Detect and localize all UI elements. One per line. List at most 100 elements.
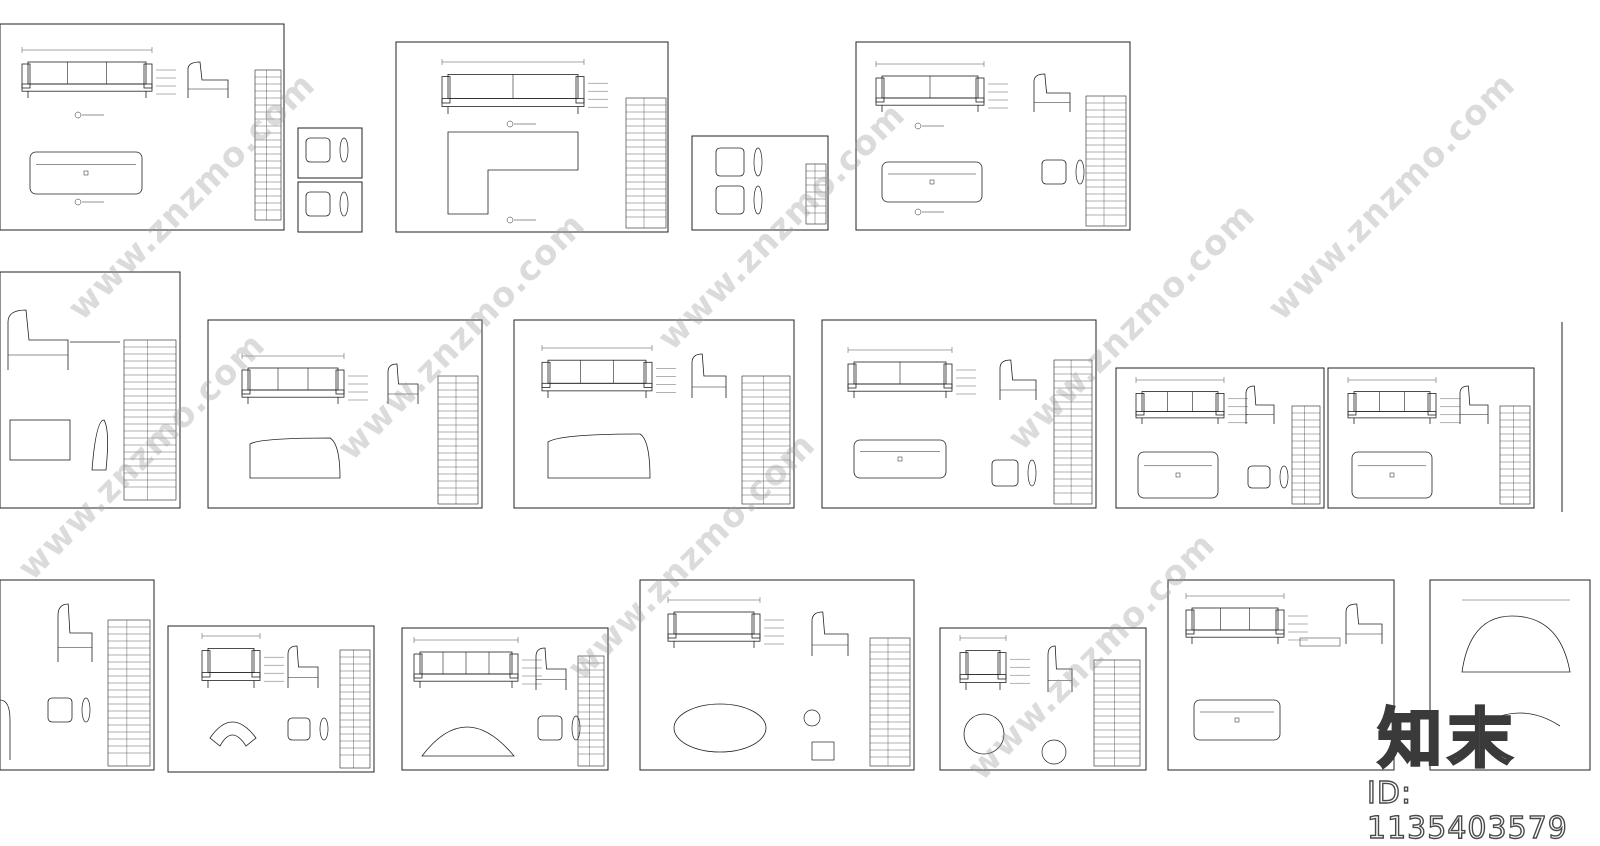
sofa-arm [997,652,1007,680]
sofa-seat [847,383,953,392]
plan-marker [1389,472,1395,478]
sofa-seat [1185,629,1285,638]
sofa-plan [1193,699,1281,741]
pillow-side [571,715,581,741]
title-block [625,97,667,229]
pillow-side [339,191,349,217]
sofa-backrest [247,367,339,391]
drawing-sheet [0,23,285,231]
sofa-side-view [1047,645,1073,692]
sofa-arm [1347,392,1357,416]
sofa-fragment [0,699,11,760]
view-label-marker [914,122,922,130]
sofa-seat [201,672,261,681]
sofa-side-view [57,603,93,662]
pillow [305,137,331,163]
sofa-arm [875,77,885,103]
pillow-side [319,717,329,741]
drawing-sheet [167,625,375,773]
drawing-sheet [639,579,915,771]
label-box [1299,637,1341,647]
sofa-arm [335,369,345,395]
drawing-sheet [401,627,609,771]
title-block [869,637,911,767]
sofa-backrest [547,359,647,384]
title-block [339,649,371,769]
pillow-side [753,147,763,177]
sofa-side-view [811,611,849,656]
pillow [287,717,311,741]
cushion-side [91,419,108,471]
sofa-arm [241,369,251,395]
brand-logo: 知末 [1377,702,1518,779]
drawing-sheet [0,579,155,771]
title-block [1093,659,1141,767]
sectional-plan [447,131,579,215]
sofa-arm [541,361,551,388]
view-label-marker [74,198,82,206]
title-block [123,339,177,501]
sofa-side-view [7,309,69,370]
drawing-sheet [207,319,483,509]
title-block [107,619,151,767]
sofa-arm [959,652,969,680]
drawing-sheet [939,627,1147,771]
pillow-side [81,697,91,723]
sofa-seat [1347,410,1437,419]
drawing-sheet [1115,367,1325,509]
view-label-marker [506,120,514,128]
sofa-arm [1215,392,1225,416]
sofa-arm [667,613,677,639]
pillow [715,185,745,215]
sofa-side-view [287,645,319,688]
sofa-backrest [673,611,755,635]
sofa-plan [547,433,651,479]
title-block [741,375,791,505]
armchair-plan [209,721,257,747]
sofa-side-view [1459,385,1489,424]
oval-sofa-plan [673,703,767,753]
title-block [254,69,282,221]
sofa-arm [413,653,423,679]
pillow [991,459,1019,487]
title-block [437,375,479,505]
pillow-side [1075,159,1085,185]
sofa-side-view [187,61,229,98]
sofa-arm [751,613,761,639]
drawing-sheet [691,135,829,231]
view-label-marker [914,208,922,216]
plan-marker [929,179,935,185]
sofa-backrest [965,650,1001,676]
sofa-arm [1427,392,1437,416]
view-label-marker [506,216,514,224]
sofa-side-view [387,363,419,404]
drawing-sheet [297,127,363,179]
plan-marker [1234,717,1240,723]
drawing-sheet [1429,579,1591,771]
sofa-arm [1275,609,1285,635]
sofa-side-view [1345,603,1383,644]
drawing-sheets [0,23,1591,773]
sofa-plan [29,151,143,195]
sofa-plan [881,161,983,203]
view-label-marker [74,111,82,119]
drawing-sheet [1167,579,1395,771]
sofa-seat [541,382,653,392]
pillow [1041,159,1067,185]
sofa-plan [1351,451,1433,499]
sofa-side-view [1033,73,1071,112]
sofa-arm [847,363,857,389]
plan-marker [897,456,903,462]
title-block [1053,359,1093,505]
sofa-side-view [691,353,727,398]
drawing-sheet [821,319,1097,509]
sofa-plan [249,437,341,479]
sofa-arm [575,76,585,104]
sofa-side-view [999,359,1037,400]
side-table [811,741,835,761]
drawing-sheet [0,271,181,509]
sofa-arm [1185,609,1195,635]
sofa-plan [1137,451,1219,499]
pillow [305,191,331,217]
